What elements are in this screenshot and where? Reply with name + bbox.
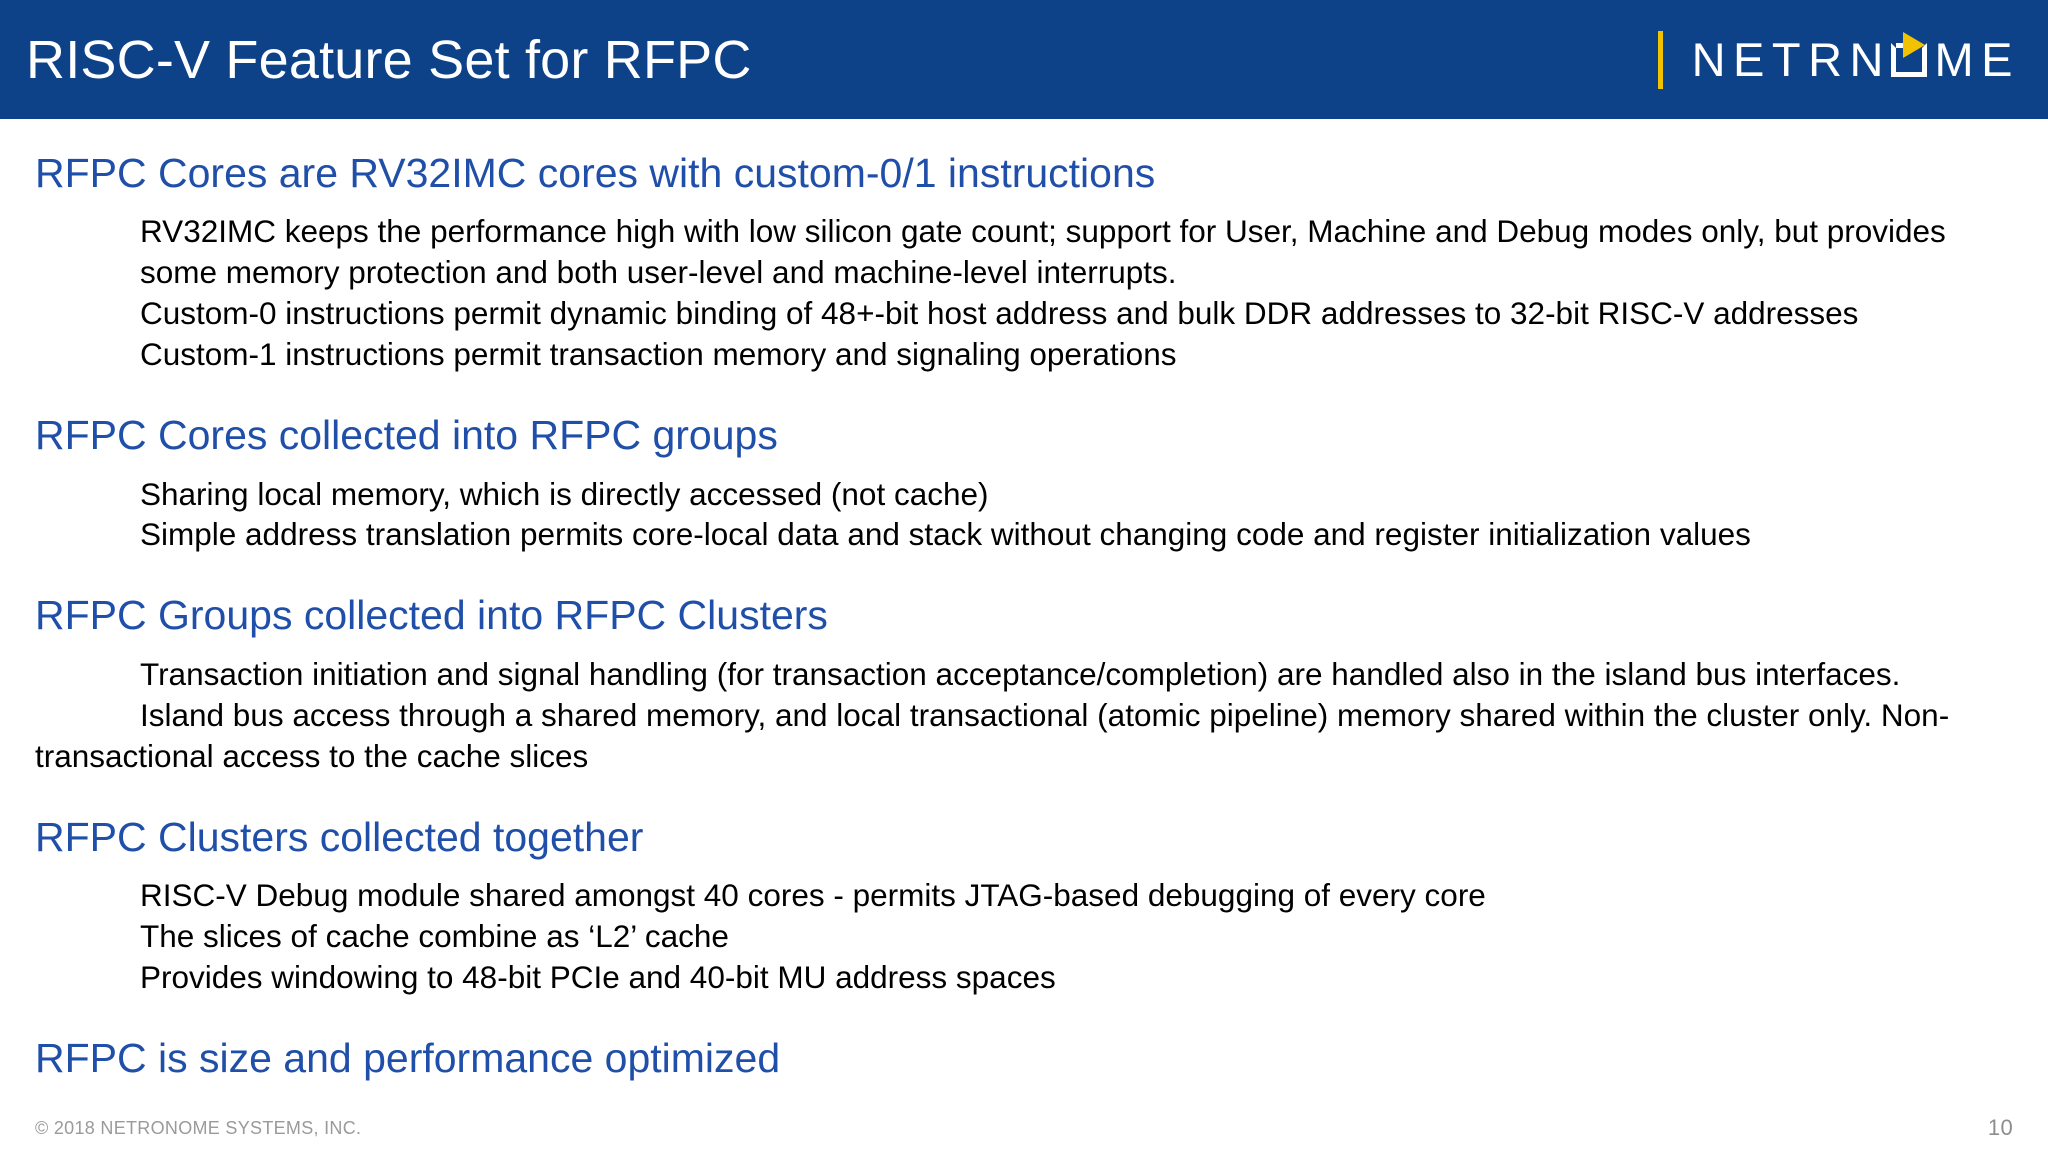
netronome-logo: NETR N ME: [1657, 29, 2020, 91]
section-rfpc-groups: RFPC Cores collected into RFPC groups Sh…: [0, 411, 2048, 555]
section-body: RV32IMC keeps the performance high with …: [0, 211, 2048, 375]
section-rfpc-cores: RFPC Cores are RV32IMC cores with custom…: [0, 149, 2048, 375]
body-line: Sharing local memory, which is directly …: [140, 475, 989, 512]
section-clusters-together: RFPC Clusters collected together RISC-V …: [0, 813, 2048, 998]
section-rfpc-clusters: RFPC Groups collected into RFPC Clusters…: [0, 591, 2048, 776]
body-line: The slices of cache combine as ‘L2’ cach…: [140, 917, 729, 954]
spacer: [0, 640, 2048, 654]
spacer-top: [0, 119, 2048, 149]
section-heading: RFPC Groups collected into RFPC Clusters: [35, 592, 828, 639]
logo-play-o-icon: [1891, 31, 1927, 77]
body-line: RV32IMC keeps the performance high with …: [140, 213, 1946, 291]
logo-text-n: N: [1849, 33, 1891, 86]
body-line: Custom-1 instructions permit transaction…: [140, 336, 1177, 373]
page-number: 10: [1987, 1115, 2013, 1140]
section-body: RISC-V Debug module shared amongst 40 co…: [0, 875, 2048, 998]
copyright-notice: © 2018 NETRONOME SYSTEMS, INC.: [35, 1117, 362, 1138]
spacer: [0, 197, 2048, 211]
section-heading: RFPC Cores are RV32IMC cores with custom…: [35, 150, 1156, 196]
logo-divider-rule: [1657, 30, 1663, 89]
page-title: RISC-V Feature Set for RFPC: [26, 29, 752, 90]
spacer: [0, 375, 2048, 411]
body-line: Simple address translation permits core-…: [140, 516, 1751, 553]
section-heading: RFPC is size and performance optimized: [35, 1034, 781, 1081]
slide-footer: © 2018 NETRONOME SYSTEMS, INC. 10: [0, 1104, 2048, 1152]
section-body: Transaction initiation and signal handli…: [0, 654, 2048, 695]
logo-text-before-o: NETR: [1691, 33, 1850, 86]
spacer: [0, 555, 2048, 591]
body-line: Custom-0 instructions permit dynamic bin…: [140, 295, 1859, 332]
body-line: Island bus access through a shared memor…: [35, 696, 1950, 774]
section-heading: RFPC Clusters collected together: [35, 813, 644, 860]
body-line: Provides windowing to 48-bit PCIe and 40…: [140, 958, 1056, 995]
logo-text-after-o: ME: [1934, 33, 2020, 86]
slide-title-bar: RISC-V Feature Set for RFPC NETR N ME: [0, 0, 2048, 119]
section-heading: RFPC Cores collected into RFPC groups: [35, 412, 778, 459]
logo-wordmark: NETR N ME: [1691, 31, 2020, 86]
spacer: [0, 777, 2048, 813]
spacer: [0, 861, 2048, 875]
spacer: [0, 460, 2048, 474]
section-size-performance: RFPC is size and performance optimized: [0, 1034, 2048, 1082]
section-body: Sharing local memory, which is directly …: [0, 474, 2048, 556]
body-line: Transaction initiation and signal handli…: [140, 655, 1901, 692]
body-line: RISC-V Debug module shared amongst 40 co…: [140, 876, 1486, 913]
spacer: [0, 998, 2048, 1034]
section-body-hanging: Island bus access through a shared memor…: [0, 695, 2048, 777]
slide-body: RFPC Cores are RV32IMC cores with custom…: [0, 119, 2048, 1082]
